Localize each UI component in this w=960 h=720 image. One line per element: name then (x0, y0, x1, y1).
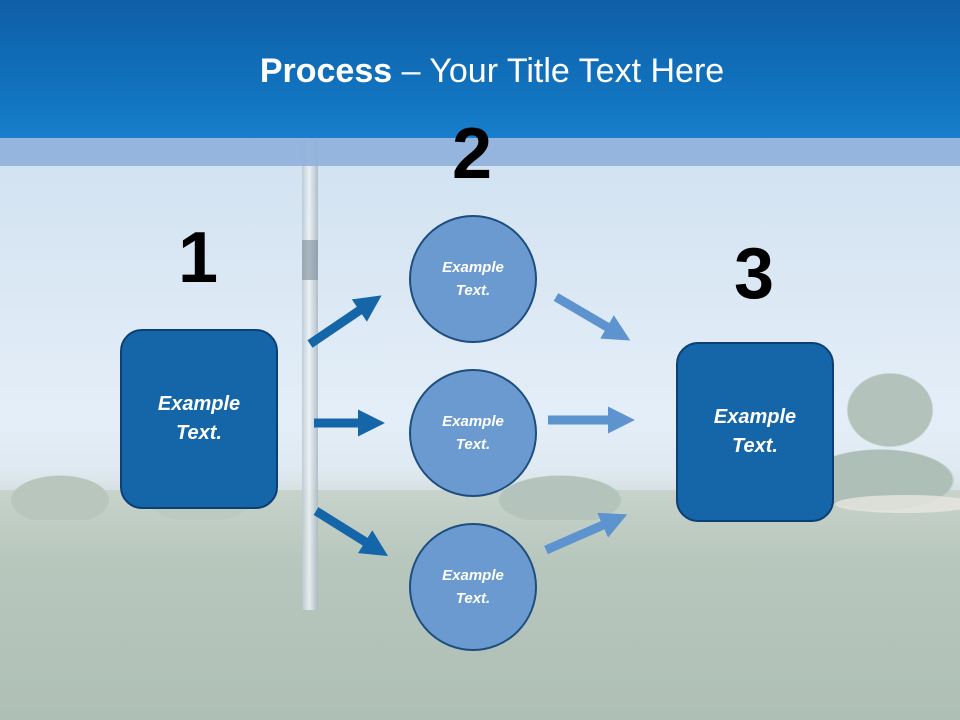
arrow-start-to-top (307, 295, 382, 348)
circle-top-text: Example Text. (442, 259, 504, 299)
arrow-start-to-bottom (313, 507, 389, 557)
arrow-bottom-to-end (544, 512, 628, 555)
step-number-1: 1 (177, 218, 219, 298)
end-box: Example Text. (676, 342, 834, 522)
title-bar-band (0, 138, 960, 166)
step-number-3: 3 (733, 234, 775, 314)
sand-bunker (835, 495, 960, 513)
arrow-top-to-end (553, 293, 631, 341)
circle-middle-text: Example Text. (442, 413, 504, 453)
circle-bottom-text: Example Text. (442, 567, 504, 607)
title-bold: Process (259, 52, 393, 90)
title-bar (0, 0, 960, 138)
title-rest: – Your Title Text Here (392, 52, 725, 90)
circle-bottom: Example Text. (409, 523, 537, 651)
start-box-text: Example Text. (157, 393, 241, 444)
slide-title: Process – Your Title Text Here (0, 52, 960, 91)
start-box: Example Text. (120, 329, 278, 509)
end-box-text: Example Text. (713, 406, 797, 457)
step-number-2: 2 (451, 114, 493, 194)
circle-top: Example Text. (409, 215, 537, 343)
flagpole-shadow (302, 240, 318, 280)
circle-middle: Example Text. (409, 369, 537, 497)
